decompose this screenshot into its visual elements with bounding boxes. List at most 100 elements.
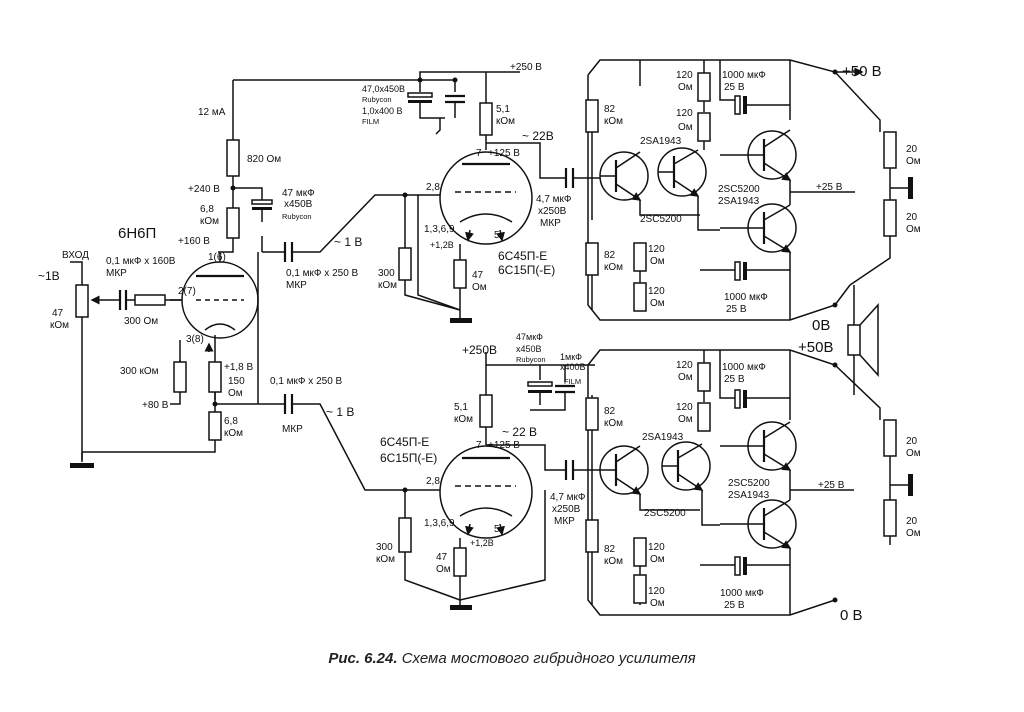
resistor-6k8-top xyxy=(226,207,240,239)
label-2sa1943-ua: 2SA1943 xyxy=(640,136,682,147)
label-47-lower: 47 xyxy=(436,552,448,563)
transistor-out-bot-upper xyxy=(720,203,797,253)
label-pin5-upper: 5 xyxy=(494,230,500,241)
label-2sa1943-ub: 2SA1943 xyxy=(718,196,760,207)
label-300-lower-unit: кОм xyxy=(376,554,395,565)
speaker xyxy=(847,285,879,395)
label-6k8-top: 6,8 xyxy=(200,204,214,215)
label-mkp-upper: МКР xyxy=(540,218,561,229)
label-82-ub-unit: кОм xyxy=(604,262,623,273)
label-20-lb-unit: Ом xyxy=(906,528,921,539)
input-pot xyxy=(70,261,110,460)
label-150-om: Ом xyxy=(228,388,243,399)
label-12ma: 12 мА xyxy=(198,107,226,118)
label-47uf: 47 мкФ xyxy=(282,188,315,199)
label-25v-ua: 25 В xyxy=(724,82,745,93)
label-pin1369-upper: 1,3,6,9 xyxy=(424,224,455,235)
resistor-820 xyxy=(226,139,240,177)
label-120-lc: 120 xyxy=(648,542,665,553)
resistor-47-lower xyxy=(453,547,467,577)
label-pin4-lower: 4 xyxy=(466,524,472,535)
transistor-driver-lower xyxy=(599,445,649,495)
label-25v-la: 25 В xyxy=(724,374,745,385)
label-pin1369-lower: 1,3,6,9 xyxy=(424,518,455,529)
transistor-driver-upper xyxy=(599,151,649,201)
label-pin7-upper: 7 xyxy=(476,148,482,159)
label-c01-lower-mkp: МКР xyxy=(282,424,303,435)
label-82-la-unit: кОм xyxy=(604,418,623,429)
label-1000-ua: 1000 мкФ xyxy=(722,70,766,81)
label-c01-upper: 0,1 мкФ х 250 В xyxy=(286,268,359,279)
label-0v-mid: 0В xyxy=(812,317,830,334)
label-82-ua: 82 xyxy=(604,104,616,115)
label-47-lower-unit: Ом xyxy=(436,564,451,575)
label-22v-lower: ~ 22 В xyxy=(502,425,537,439)
label-12v-lower: +1,2В xyxy=(470,538,494,548)
resistor-5k1-lower xyxy=(479,394,493,428)
label-c01-upper-mkp: МКР xyxy=(286,280,307,291)
label-47x450: 47,0х450В xyxy=(362,84,405,94)
label-x450: х450В xyxy=(284,199,313,210)
label-5k1-upper: 5,1 xyxy=(496,104,510,115)
upper-output-board xyxy=(585,59,913,321)
transistor-2sa1943-lower xyxy=(661,441,711,491)
lower-output-board xyxy=(585,349,913,616)
label-47-upper: 47 xyxy=(472,270,484,281)
lower-tube-stage xyxy=(398,352,600,610)
transistor-out-bot-lower xyxy=(720,499,797,549)
upper-tube-stage xyxy=(398,72,600,323)
label-47mkf-lower: 47мкФ xyxy=(516,332,543,342)
label-120-la-unit: Ом xyxy=(678,372,693,383)
label-120-lc-unit: Ом xyxy=(650,554,665,565)
label-6s15-upper: 6С15П(-Е) xyxy=(498,263,555,277)
label-300om: 300 Ом xyxy=(124,316,158,327)
label-pin4-upper: 4 xyxy=(466,230,472,241)
figure-number: Рис. 6.24. xyxy=(328,650,398,667)
label-18v: +1,8 В xyxy=(224,362,254,373)
label-6s45-upper: 6С45П-Е xyxy=(498,249,547,263)
label-300-lower: 300 xyxy=(376,542,393,553)
label-x250-lower: х250В xyxy=(552,504,581,515)
label-20-ub: 20 xyxy=(906,212,918,223)
resistor-47-upper xyxy=(453,259,467,289)
label-2sa1943-la: 2SA1943 xyxy=(642,432,684,443)
label-6k8-bot: 6,8 xyxy=(224,416,238,427)
label-1000-la: 1000 мкФ xyxy=(722,362,766,373)
label-300-upper: 300 xyxy=(378,268,395,279)
label-cin: 0,1 мкФ х 160В xyxy=(106,256,176,267)
label-82-ub: 82 xyxy=(604,250,616,261)
label-film-b: FILM xyxy=(564,377,581,386)
tube-6s45p-upper xyxy=(439,151,533,245)
label-5k1-upper-unit: кОм xyxy=(496,116,515,127)
label-1mkf-lower: 1мкФ xyxy=(560,352,582,362)
resistor-5k1-upper xyxy=(479,102,493,136)
label-120-la: 120 xyxy=(676,360,693,371)
label-rubycon-c: Rubycon xyxy=(516,355,546,364)
label-mkp-lower: МКР xyxy=(554,516,575,527)
label-pin28-lower: 2,8 xyxy=(426,476,440,487)
label-47uf-upper: 4,7 мкФ xyxy=(536,194,572,205)
label-25v-ub: 25 В xyxy=(726,304,747,315)
label-120-ua-unit: Ом xyxy=(678,82,693,93)
label-1000-lb: 1000 мкФ xyxy=(720,588,764,599)
resistor-82-upper-b xyxy=(585,242,599,276)
label-rubycon-b: Rubycon xyxy=(362,95,392,104)
label-82-lb-unit: кОм xyxy=(604,556,623,567)
label-20-la-unit: Ом xyxy=(906,448,921,459)
label-2sc5200-ua: 2SC5200 xyxy=(640,214,682,225)
label-80v: +80 В xyxy=(142,400,169,411)
label-240v: +240 В xyxy=(188,184,220,195)
label-82-lb: 82 xyxy=(604,544,616,555)
label-120-ua: 120 xyxy=(676,70,693,81)
label-pin27: 2(7) xyxy=(178,286,196,297)
label-1v-upper: ~ 1 В xyxy=(334,235,362,249)
label-20-ua-unit: Ом xyxy=(906,156,921,167)
tube-6s45p-lower xyxy=(439,445,533,539)
label-47-upper-unit: Ом xyxy=(472,282,487,293)
label-pin28-upper: 2,8 xyxy=(426,182,440,193)
label-300k: 300 кОм xyxy=(120,366,159,377)
label-pot-kom: кОм xyxy=(50,320,69,331)
label-1x400: 1,0х400 В xyxy=(362,106,403,116)
resistor-6k8-bot xyxy=(208,411,222,441)
